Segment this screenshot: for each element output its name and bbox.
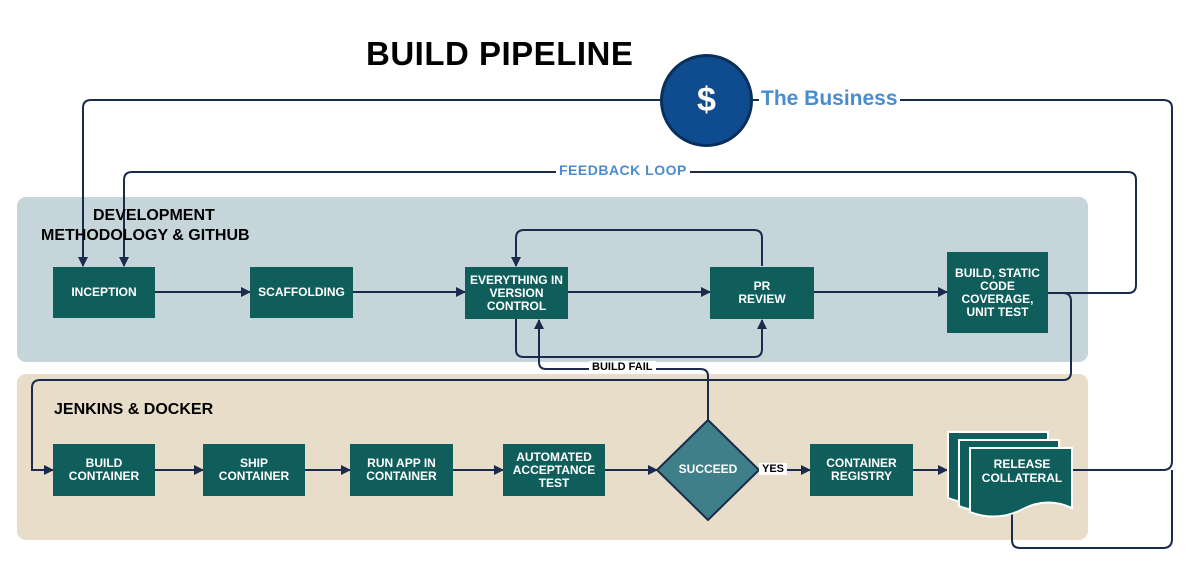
pr-to-vc-loop-connector (511, 229, 763, 267)
container-registry-step: CONTAINER REGISTRY (810, 444, 913, 496)
build-to-jenkins-connector (31, 292, 1072, 475)
release-collateral-stack (947, 431, 1073, 518)
build-fail-label: BUILD FAIL (589, 361, 656, 373)
dollar-symbol: $ (697, 81, 716, 119)
succeed-diamond (655, 418, 761, 522)
build-container-step: BUILD CONTAINER (53, 444, 155, 496)
pr-review-step: PR REVIEW (710, 267, 814, 319)
acceptance-test-step: AUTOMATED ACCEPTANCE TEST (503, 444, 605, 496)
yes-label: YES (759, 463, 788, 475)
dollar-icon: $ (660, 54, 753, 147)
feedback-loop-label: FEEDBACK LOOP (556, 162, 690, 178)
succeed-label: SUCCEED (678, 462, 738, 476)
page-title: BUILD PIPELINE (366, 35, 634, 72)
vc-to-pr-bottom-connector (515, 319, 767, 358)
scaffolding-step: SCAFFOLDING (250, 267, 353, 318)
development-lane-label-line2: METHODOLOGY & GITHUB (41, 227, 250, 244)
run-app-step: RUN APP IN CONTAINER (350, 444, 453, 496)
business-loop-connector (78, 99, 1173, 471)
jenkins-lane-label: JENKINS & DOCKER (54, 401, 214, 418)
release-to-business-connector (1011, 470, 1173, 549)
version-control-step: EVERYTHING IN VERSION CONTROL (465, 267, 568, 319)
build-static-step: BUILD, STATIC CODE COVERAGE, UNIT TEST (947, 252, 1048, 333)
business-label: The Business (759, 87, 900, 111)
feedback-loop-connector (119, 171, 1137, 294)
ship-container-step: SHIP CONTAINER (203, 444, 305, 496)
development-lane-label-line1: DEVELOPMENT (93, 207, 215, 224)
inception-step: INCEPTION (53, 267, 155, 318)
release-collateral-label: RELEASE COLLATERAL (981, 457, 1063, 485)
